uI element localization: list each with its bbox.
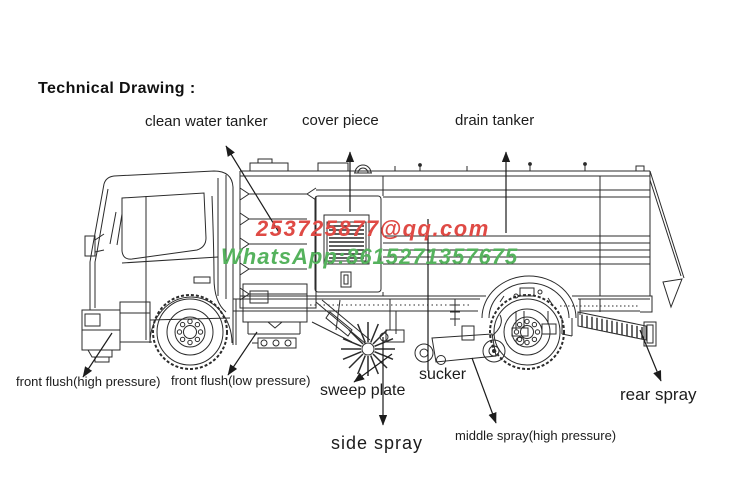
drain-tank [240,170,685,313]
leader-sweep-plate [353,353,393,383]
leader-lines [82,145,662,426]
page-title: Technical Drawing : [38,80,196,97]
label-front-flush-high-pressure: front flush(high pressure) [16,374,161,389]
side-toolbox [242,283,308,349]
rear-wheel [481,275,577,370]
label-middle-spray-high-pressure: middle spray(high pressure) [455,428,617,443]
label-cover-piece: cover piece [302,112,379,129]
leader-clean-water-tanker [225,145,281,235]
label-front-flush-low-pressure: front flush(low pressure) [171,373,311,388]
label-sucker: sucker [419,366,467,383]
truck-cab [81,170,234,363]
leader-front-flush-high [82,332,113,378]
front-wheel [152,294,228,370]
label-side-spray: side spray [331,433,424,453]
chassis [233,298,650,345]
cover-piece-panel [314,195,382,293]
label-sweep-plate: sweep plate [320,382,406,399]
label-drain-tanker: drain tanker [455,112,535,129]
rear-spray-bar [560,299,657,347]
sweep-brush-assembly [311,299,405,376]
watermark-email: 253725877@qq.com [256,216,490,241]
leader-front-flush-low [227,331,258,376]
watermark-whatsapp: WhatsApp:8615271357675 [221,244,519,269]
leader-middle-spray [471,357,497,424]
label-rear-spray: rear spray [620,385,697,404]
leader-rear-spray [639,329,662,382]
clean-water-tank [239,158,650,309]
label-clean-water-tanker: clean water tanker [145,113,268,130]
